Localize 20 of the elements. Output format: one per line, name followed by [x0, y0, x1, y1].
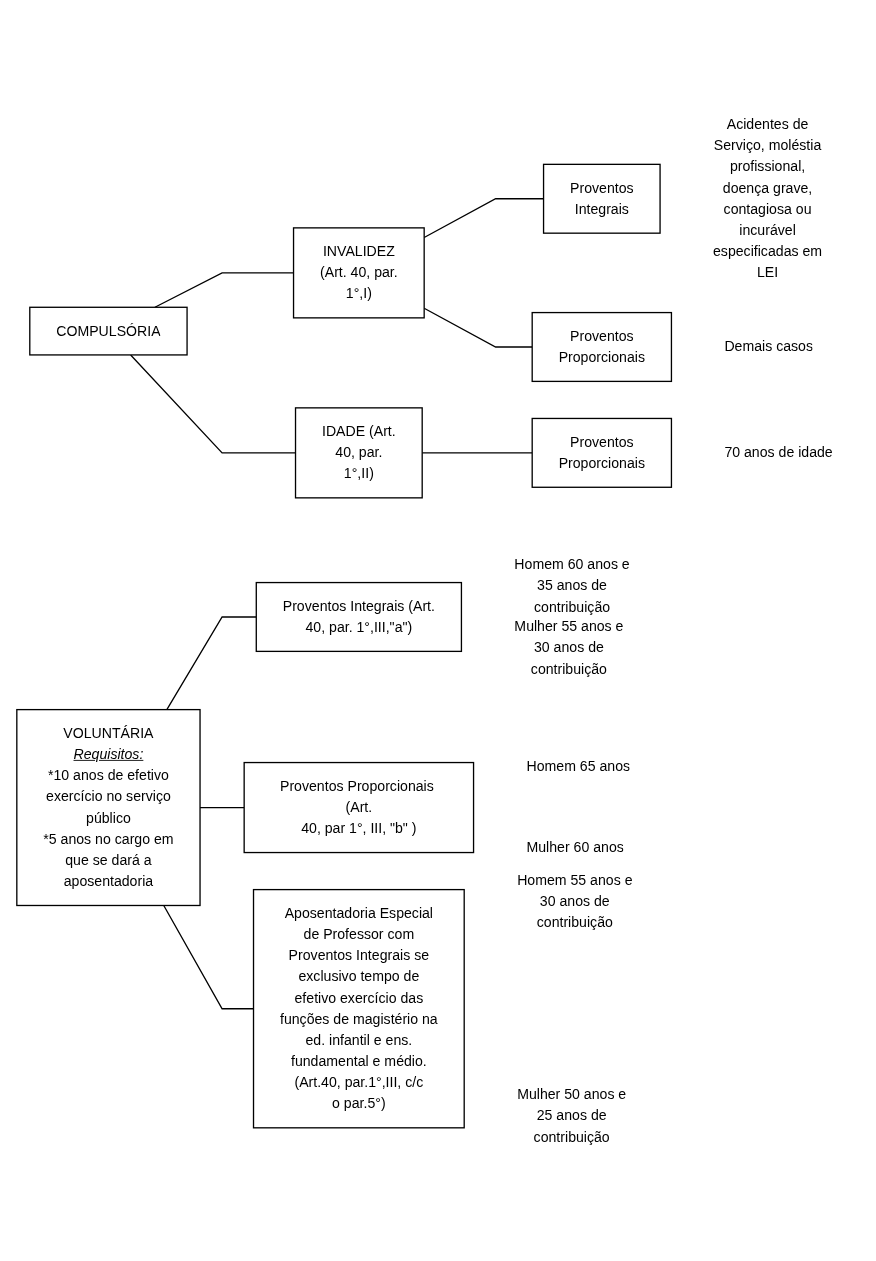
node-box: Proventos Proporcionais (Art. 40, par 1°, III, "b" )	[243, 761, 475, 853]
node-box: Proventos Proporcionais	[531, 311, 673, 382]
node-label: Homem 60 anos e 35 anos de contribuição	[514, 556, 630, 614]
node-box: INVALIDEZ (Art. 40, par. 1°,I)	[292, 226, 425, 319]
node-box: COMPULSÓRIA	[29, 306, 188, 356]
node-label: Acidentes de Serviço, moléstia profissional, doença grave, contagiosa ou incurável especificadas em LEI	[713, 116, 823, 280]
node-label: Homem 55 anos e 30 anos de contribuição	[517, 872, 633, 930]
node-box: Proventos Proporcionais	[531, 417, 673, 488]
node-label: Mulher 60 anos	[526, 839, 624, 855]
node-label: Mulher 50 anos e 25 anos de contribuição	[517, 1086, 627, 1144]
node-label: 70 anos de idade	[724, 444, 833, 460]
node-box: Aposentadoria Especial de Professor com Proventos Integrais se exclusivo tempo de efetivo exercício das funções de magistério na ed. infantil e ens. fundamental e médio. (Art.40, par.1°,III, c/c o par.5°)	[252, 888, 465, 1129]
connector	[166, 615, 257, 710]
node-box: Proventos Integrais (Art. 40, par. 1°,III,"a")	[255, 581, 463, 652]
node-label: Homem 65 anos	[526, 758, 631, 774]
node-label: Mulher 55 anos e 30 anos de contribuição	[514, 618, 624, 676]
node-box: Proventos Integrais	[542, 163, 661, 234]
node-box: VOLUNTÁRIA Requisitos: *10 anos de efetivo exercício no serviço público *5 anos no cargo em que se dará a aposentadoria	[16, 708, 201, 906]
node-label: Demais casos	[724, 338, 814, 354]
node-box: IDADE (Art. 40, par. 1°,II)	[294, 406, 423, 499]
